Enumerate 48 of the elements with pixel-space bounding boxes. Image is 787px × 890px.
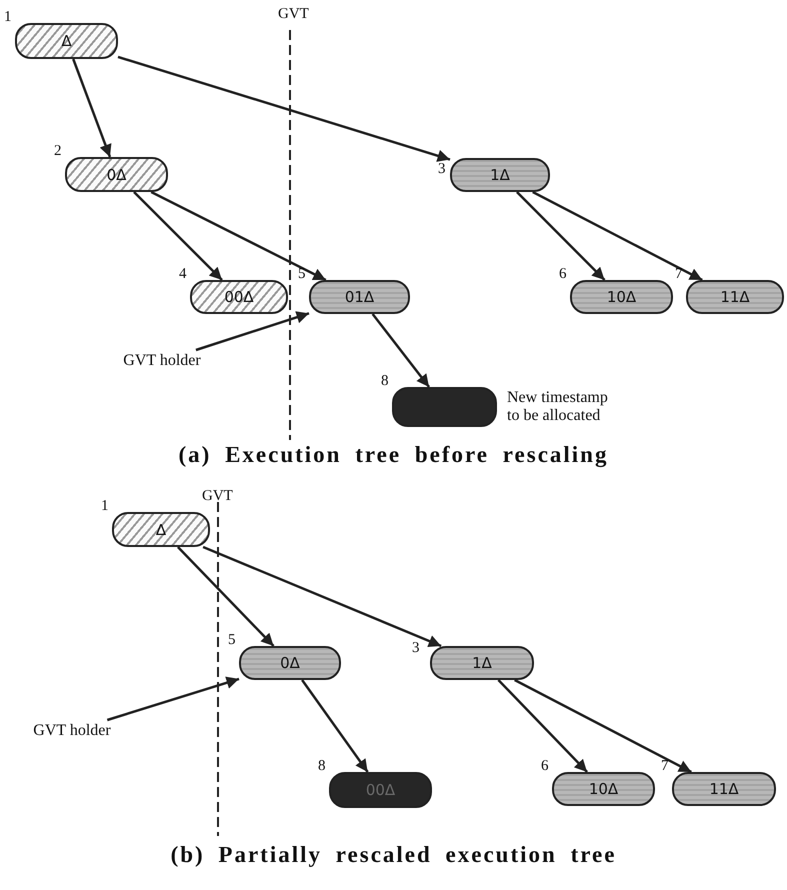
node-number: 4 bbox=[179, 266, 186, 283]
timestamp-label: 00Δ bbox=[366, 781, 396, 799]
node-number: 8 bbox=[318, 758, 326, 775]
node-number: 3 bbox=[412, 640, 420, 657]
callout-text: GVT holder bbox=[20, 720, 124, 742]
timestamp-label: 0Δ bbox=[106, 166, 126, 184]
node-number: 6 bbox=[559, 266, 566, 283]
timestamp-label: 11Δ bbox=[709, 780, 739, 798]
arrow bbox=[202, 546, 442, 648]
arrow bbox=[532, 190, 703, 282]
arrow bbox=[106, 676, 240, 722]
arrow bbox=[177, 546, 274, 647]
subfigure-caption: (b) Partially rescaled execution tree bbox=[170, 842, 616, 868]
node-number: 1 bbox=[4, 9, 12, 26]
arrow bbox=[196, 311, 310, 352]
node-number: 6 bbox=[541, 758, 548, 775]
node-number: 8 bbox=[381, 373, 388, 390]
timestamp-label: Δ bbox=[156, 520, 166, 538]
arrow bbox=[72, 58, 112, 158]
arrow bbox=[150, 190, 326, 282]
arrow bbox=[118, 56, 450, 162]
timestamp-label: 11Δ bbox=[720, 288, 750, 306]
node-number: 1 bbox=[101, 498, 108, 515]
callout-text: GVT holder bbox=[110, 350, 214, 372]
node-number: 7 bbox=[675, 266, 682, 283]
arrow bbox=[372, 313, 430, 388]
node-number: 2 bbox=[54, 143, 62, 160]
subfigure-caption: (a) Execution tree before rescaling bbox=[178, 442, 608, 468]
timestamp-label: Δ bbox=[61, 32, 72, 50]
arrow bbox=[516, 191, 606, 281]
timestamp-label: 00Δ bbox=[224, 288, 254, 306]
timestamp-label: 01Δ bbox=[344, 288, 374, 306]
gvt-label: GVT bbox=[202, 488, 233, 505]
node-number: 3 bbox=[438, 161, 446, 178]
note-text: New timestamp to be allocated bbox=[507, 389, 609, 425]
timestamp-label: 10Δ bbox=[588, 780, 618, 798]
timestamp-label: 0Δ bbox=[280, 654, 300, 672]
arrow bbox=[498, 679, 588, 773]
timestamp-label: 1Δ bbox=[472, 654, 492, 672]
timestamp-label: 10Δ bbox=[606, 288, 636, 306]
node-number: 5 bbox=[298, 266, 306, 283]
timestamp-label: 1Δ bbox=[490, 166, 510, 184]
node-number: 5 bbox=[228, 632, 236, 649]
node-number: 7 bbox=[661, 758, 668, 775]
gvt-label: GVT bbox=[278, 6, 309, 23]
arrow bbox=[514, 678, 692, 774]
arrow bbox=[133, 191, 223, 281]
arrow bbox=[301, 679, 369, 773]
